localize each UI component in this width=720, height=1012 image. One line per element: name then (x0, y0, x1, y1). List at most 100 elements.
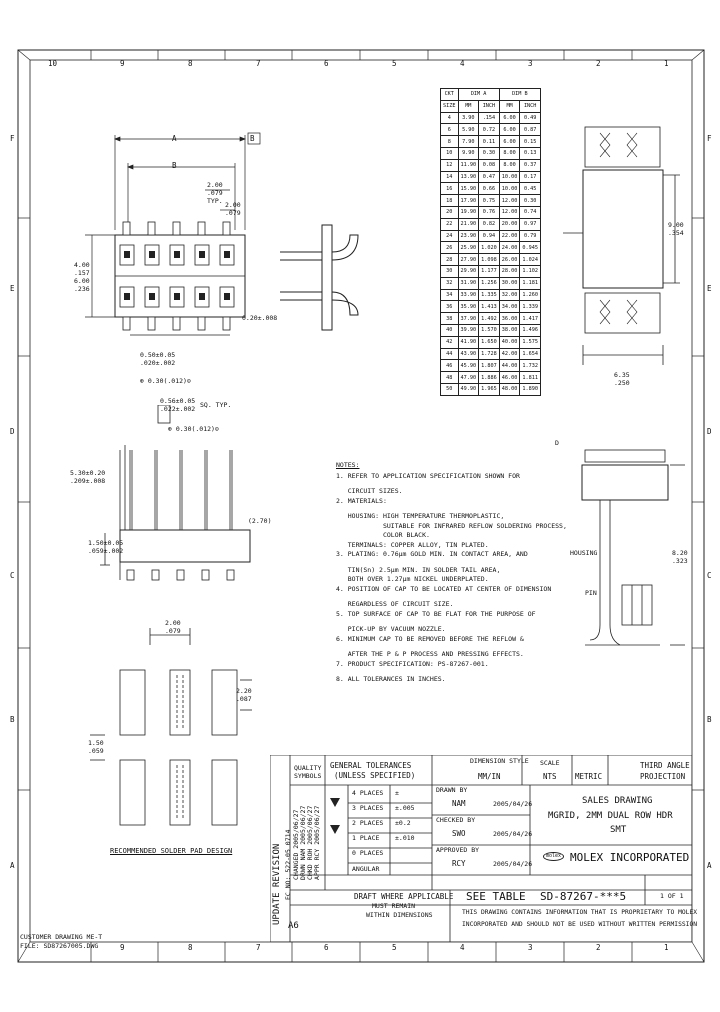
dim-056i: .022±.002 (160, 405, 196, 413)
table-cell: 1.181 (519, 276, 541, 290)
table-cell: 42.00 (498, 347, 521, 361)
place-4: 4 PLACES (352, 789, 384, 797)
table-cell: 35.90 (457, 300, 480, 314)
note-item: 4. POSITION OF CAP TO BE LOCATED AT CENT… (336, 584, 552, 593)
appr-date: 2005/04/26 (493, 860, 533, 868)
col-label: 10 (48, 59, 58, 68)
col-label: 8 (188, 943, 193, 952)
table-cell: 40.00 (498, 335, 521, 349)
dim-220i: .087 (236, 695, 252, 703)
table-cell: 14 (440, 170, 459, 184)
third-angle: THIRD ANGLE (640, 761, 690, 770)
table-cell: 38 (440, 312, 459, 325)
table-cell: 10.00 (498, 182, 521, 196)
dim-900: 9.00 (668, 221, 684, 229)
right-top-view (563, 126, 680, 365)
table-cell: 1.570 (478, 323, 500, 337)
table-cell: 10.00 (498, 170, 521, 184)
table-cell: 25.90 (457, 241, 480, 255)
col-label: 2 (596, 943, 601, 952)
table-cell: 13.90 (457, 170, 480, 184)
table-cell: 37.90 (457, 312, 480, 325)
table-cell: 0.97 (519, 217, 541, 231)
drawn-lbl: DRAWN BY (436, 786, 468, 794)
table-cell: 12 (440, 158, 459, 172)
table-cell: 1.811 (519, 371, 541, 384)
table-subheader: MM (457, 99, 480, 113)
dim-900i: .354 (668, 229, 684, 237)
desc-2: SMT (610, 825, 627, 835)
table-cell: 1.575 (519, 335, 541, 349)
table-cell: 0.66 (478, 182, 500, 196)
table-cell: 42 (440, 335, 459, 349)
table-cell: 1.260 (519, 288, 541, 302)
table-cell: 31.90 (457, 276, 480, 290)
material: SEE TABLE (466, 890, 526, 903)
note-item: 6. MINIMUM CAP TO BE REMOVED BEFORE THE … (336, 634, 524, 643)
col-label: 7 (256, 943, 261, 952)
table-cell: 28.00 (498, 264, 521, 278)
solder-title: RECOMMENDED SOLDER PAD DESIGN (110, 847, 233, 855)
table-cell: 0.08 (478, 158, 500, 172)
table-cell: 45.90 (457, 359, 480, 373)
sq-typ: SQ. TYP. (200, 401, 232, 409)
table-cell: 34.00 (498, 300, 521, 314)
table-cell: 0.30 (478, 146, 500, 160)
table-cell: 6.00 (498, 135, 521, 148)
table-cell: 1.890 (519, 382, 541, 396)
dim-600i: .236 (74, 285, 90, 293)
table-cell: 1.335 (478, 288, 500, 302)
table-cell: 1.024 (519, 253, 541, 266)
table-cell: 1.339 (519, 300, 541, 314)
note-item: CIRCUIT SIZES. (336, 487, 403, 495)
dim-style-lbl: DIMENSION STYLE (470, 757, 529, 765)
dim-050: 0.50±0.05 (140, 351, 176, 359)
revision-line: APPR RCY 2005/06/27 (313, 805, 321, 880)
pitch-dim-inch: .079 (207, 189, 223, 197)
table-cell: 9.90 (457, 146, 480, 160)
metric: METRIC (575, 772, 603, 781)
right-side-view (581, 449, 685, 646)
table-cell: 0.945 (519, 241, 541, 255)
projection: PROJECTION (640, 772, 686, 781)
table-subheader: INCH (519, 99, 541, 113)
table-cell: 19.90 (457, 205, 480, 219)
col-label: 6 (324, 59, 329, 68)
col-label: 8 (188, 59, 193, 68)
table-cell: 0.82 (478, 217, 500, 231)
table-cell: 6.00 (498, 111, 521, 125)
housing-label: HOUSING (570, 549, 598, 557)
col-label: 9 (120, 59, 125, 68)
col-label: 7 (256, 59, 261, 68)
row-label: E (707, 284, 712, 293)
table-cell: 0.49 (519, 111, 541, 125)
table-cell: 28 (440, 253, 459, 266)
note-label: (2.70) (248, 517, 272, 525)
proprietary-2: INCORPORATED AND SHOULD NOT BE USED WITH… (462, 921, 698, 928)
table-cell: 22.00 (498, 229, 521, 243)
typ-label: TYP. (207, 197, 223, 205)
top-view-drawing (85, 132, 261, 336)
table-cell: 38.00 (498, 323, 521, 337)
drawn-date: 2005/04/26 (493, 800, 533, 808)
table-cell: 20.00 (498, 217, 521, 231)
table-cell: 0.45 (519, 182, 541, 196)
table-cell: 0.87 (519, 123, 541, 137)
dim-400: 4.00 (74, 261, 90, 269)
dim-200bi: .079 (225, 209, 241, 217)
col-label: 1 (664, 59, 669, 68)
note-item: 2. MATERIALS: (336, 496, 387, 505)
dim-b-label: B (172, 161, 177, 170)
